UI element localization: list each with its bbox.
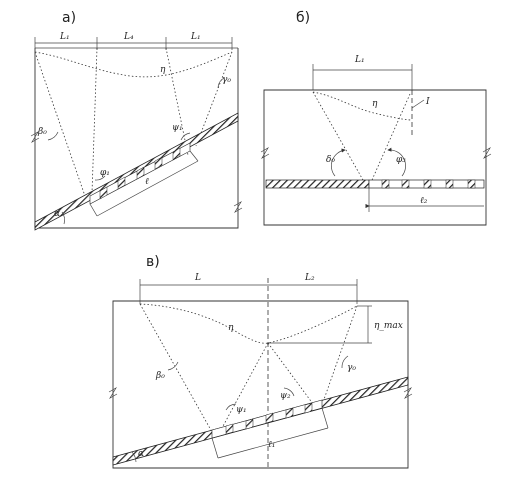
panel-c-ell: ℓ₁ xyxy=(268,440,275,450)
angle-arc-alpha xyxy=(131,451,137,463)
coal-seam xyxy=(265,179,370,189)
panel-c-dim-right: L₂ xyxy=(304,273,315,283)
panel-c-psi2: ψ₂ xyxy=(280,391,291,401)
break-mark xyxy=(233,201,243,213)
panel-b-frame xyxy=(263,89,487,226)
boundary-ray-mid-left xyxy=(91,47,98,194)
pillars xyxy=(99,147,181,200)
panel-a-ell-dimension xyxy=(96,160,199,217)
angle-arc-gamma xyxy=(217,77,225,89)
panel-c-tag: в) xyxy=(146,254,160,270)
panel-c-psi1: ψ₁ xyxy=(236,405,247,415)
panel-b-tag: б) xyxy=(296,10,310,26)
panel-b: б) L₁ η I ℓ₂ δ₀ xyxy=(260,10,492,226)
boundary-ray-right xyxy=(321,305,358,406)
panel-c-ell-dimension xyxy=(217,427,329,459)
panel-a-frame xyxy=(34,48,239,229)
marker-leader xyxy=(411,99,425,109)
dim-tick xyxy=(211,437,219,459)
panel-b-dim-top: L₁ xyxy=(354,55,365,65)
panel-b-eta: η xyxy=(372,99,378,109)
panel-c-frame xyxy=(112,300,409,469)
subsidence-curve xyxy=(139,303,358,344)
boundary-ray-mid-right xyxy=(165,47,189,156)
boundary-ray-centre-right xyxy=(267,342,317,409)
angle-arc-phi xyxy=(94,175,106,181)
panel-b-delta: δ₀ xyxy=(326,155,335,165)
panel-b-ell: ℓ₂ xyxy=(420,196,428,206)
break-mark xyxy=(108,387,118,399)
angle-arc-psi1 xyxy=(225,403,237,411)
panel-a-psi: ψ₁ xyxy=(172,123,183,133)
angle-arc-beta xyxy=(167,361,179,371)
panel-a-ell: ℓ xyxy=(145,177,149,187)
boundary-ray-left xyxy=(34,51,86,197)
boundary-ray-right xyxy=(371,93,411,181)
panel-b-marker: I xyxy=(425,97,430,107)
panel-c: в) L L₂ η η_max xyxy=(108,254,413,469)
panel-c-eta-max: η_max xyxy=(374,321,403,331)
pillars xyxy=(225,402,313,435)
break-mark xyxy=(482,147,492,159)
panel-a-beta: β₀ xyxy=(37,127,47,137)
subsidence-curve xyxy=(312,91,413,121)
panel-a-tag: а) xyxy=(62,10,76,26)
panel-c-dim-left: L xyxy=(194,273,201,283)
panel-a-dim-mid: L₄ xyxy=(123,32,134,42)
pillars xyxy=(381,179,476,189)
boundary-ray-left xyxy=(139,303,213,433)
dim-tick xyxy=(189,150,199,162)
dim-tick xyxy=(321,407,329,429)
break-mark xyxy=(260,147,270,159)
angle-arc-phi xyxy=(387,147,406,177)
panel-a-alpha: α xyxy=(54,209,60,219)
angle-arc-beta xyxy=(47,131,59,141)
panel-c-gamma: γ₀ xyxy=(347,363,356,373)
angle-arc-psi xyxy=(180,132,191,141)
boundary-ray-left xyxy=(312,91,364,181)
angle-arc-alpha xyxy=(61,211,65,225)
boundary-ray-centre-left xyxy=(221,342,269,429)
panel-a-gamma: γ₀ xyxy=(222,75,231,85)
subsidence-curve xyxy=(34,51,233,78)
dim-tick xyxy=(89,203,98,217)
panel-a-dim-left: L₁ xyxy=(59,32,70,42)
angle-arc-psi2 xyxy=(283,387,295,397)
angle-arc-gamma xyxy=(341,355,349,369)
panel-b-phi: φ₃ xyxy=(396,155,406,165)
panel-c-eta: η xyxy=(228,323,234,333)
break-mark xyxy=(30,131,40,143)
panel-a-phi: φ₁ xyxy=(100,168,110,178)
panel-a-eta: η xyxy=(160,65,166,75)
panel-a-dim-right: L₁ xyxy=(190,32,201,42)
panel-a: а) L₁ L₄ L₁ η xyxy=(30,10,243,231)
break-mark xyxy=(403,387,413,399)
panel-c-beta: β₀ xyxy=(155,371,165,381)
angle-arc-delta xyxy=(331,148,346,177)
panel-c-alpha: α xyxy=(138,449,144,459)
